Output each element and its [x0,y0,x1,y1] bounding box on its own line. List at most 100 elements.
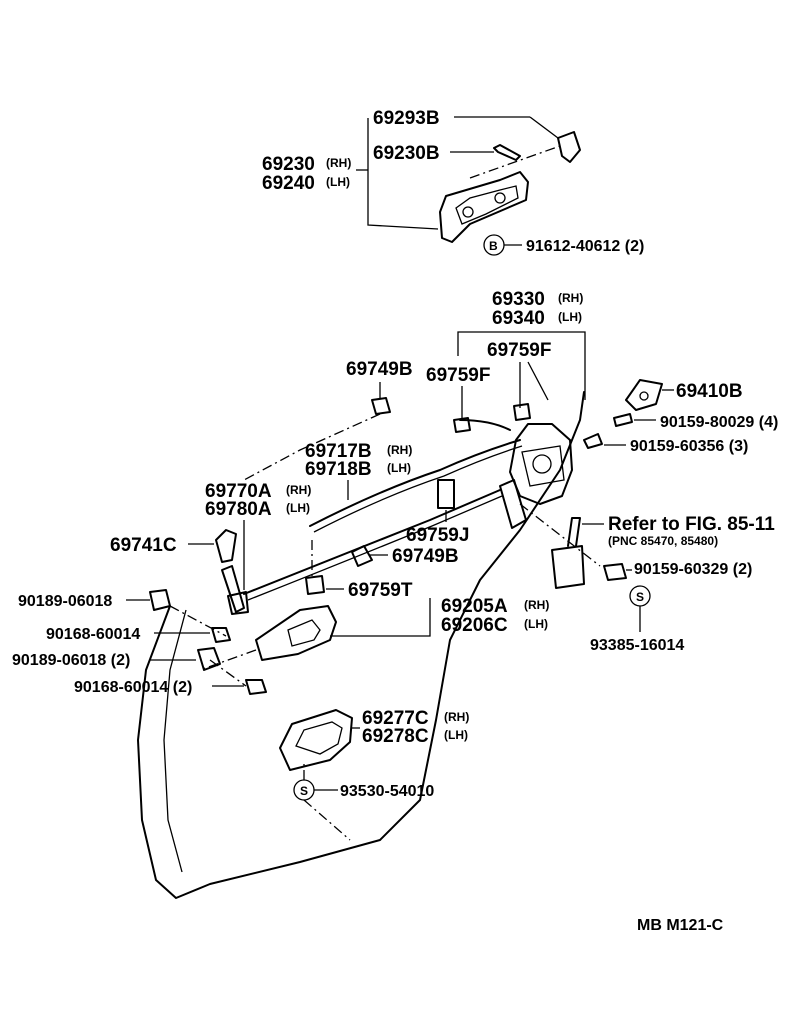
label-93385: 93385-16014 [590,637,684,654]
align-line-grommets [169,605,247,687]
label-69277C: 69277C [362,708,429,729]
inner-lock-link-69770A [221,565,245,613]
label-69759F-a: 69759F [487,340,551,361]
align-line-handle-panel [199,649,257,671]
label-69278C-lh: (LH) [444,728,468,742]
screw-90168-a [211,627,231,643]
lock-inner-contour [521,445,565,487]
striker-69410B [625,379,663,411]
label-69759T: 69759T [348,580,413,601]
handle-screw-hole-2 [494,192,506,204]
door-panel-inner-edge [163,609,187,873]
knob-69741C [215,529,237,563]
leader-69293B-diag [529,116,559,139]
label-90159-80029: 90159-80029 (4) [660,414,778,431]
label-90189-b: 90189-06018 (2) [12,652,130,669]
label-69205A: 69205A [441,596,508,617]
grommet-90189-a [149,589,171,611]
label-69718B-lh: (LH) [387,461,411,475]
label-69759J: 69759J [406,525,469,546]
clip-69293B [557,131,581,163]
inner-lock-link-base [227,591,249,615]
clip-69759J [437,479,455,509]
leader-bracket-top [367,118,439,230]
label-pnc: (PNC 85470, 85480) [608,534,718,548]
leader-69330-bracket [457,331,586,400]
label-69205A-rh: (RH) [524,598,549,612]
label-69780A: 69780A [205,499,272,520]
label-93530: 93530-54010 [340,783,434,800]
label-91612: 91612-40612 (2) [526,238,644,255]
rod-69717B-2 [313,445,523,533]
s-circle-b-text: S [300,784,308,798]
label-69277C-rh: (RH) [444,710,469,724]
label-90189-a: 90189-06018 [18,593,112,610]
leader-69759F-a2 [527,361,549,401]
label-69206C-lh: (LH) [524,617,548,631]
label-69240: 69240 [262,173,315,194]
screw-90159-80029 [613,413,633,427]
label-69749B-b: 69749B [392,546,459,567]
outside-handle-group [356,116,581,256]
label-69749B-a: 69749B [346,359,413,380]
label-69206C: 69206C [441,615,508,636]
label-refer: Refer to FIG. 85-11 [608,514,775,535]
label-69340: 69340 [492,308,545,329]
lock-cylinder [551,545,585,589]
lock-pivot [532,454,552,474]
label-90159-60329: 90159-60329 (2) [634,561,752,578]
align-line-cylinder [519,503,601,567]
inside-handle-69205A [255,605,337,661]
label-69717B: 69717B [305,441,372,462]
label-69230: 69230 [262,154,315,175]
label-69330: 69330 [492,289,545,310]
rod-69717B [309,439,521,527]
label-69770A-rh: (RH) [286,483,311,497]
clip-69759F-b [453,417,471,433]
label-69240-lh: (LH) [326,175,350,189]
s-circle-a-text: S [636,590,644,604]
label-69278C: 69278C [362,726,429,747]
grommet-90189-b [197,647,221,671]
rod-to-clip [459,419,511,431]
label-69230-rh: (RH) [326,156,351,170]
inside-handle-69205A-inner [287,619,321,647]
screw-90159-60356 [583,433,603,449]
label-69330-rh: (RH) [558,291,583,305]
b-circle-text: B [489,239,498,253]
align-line-lock [243,413,381,481]
outside-handle-69230 [439,171,529,243]
label-69759F-b: 69759F [426,365,490,386]
label-69293B: 69293B [373,108,440,129]
label-69780A-lh: (LH) [286,501,310,515]
label-69230B: 69230B [373,143,440,164]
align-line-top [469,145,561,179]
label-69340-lh: (LH) [558,310,582,324]
rod-69770A [243,489,501,595]
screw-90168-b [245,679,267,695]
rod-69770A-2 [247,495,503,601]
handle-screw-hole [462,206,474,218]
inside-handle-bezel [279,709,353,771]
footer-code: MB M121-C [637,917,724,934]
striker-hole [639,391,649,401]
label-90159-60356: 90159-60356 (3) [630,438,748,455]
align-line-bezel [303,799,351,841]
label-90168-b: 90168-60014 (2) [74,679,192,696]
lock-lever [499,479,527,529]
inside-handle-bezel-inner [295,721,343,755]
outside-handle-inner [455,185,519,225]
clip-69749B-a [371,397,391,415]
label-69741C: 69741C [110,535,177,556]
label-69717B-rh: (RH) [387,443,412,457]
clip-69759F-a [513,403,531,421]
label-69410B: 69410B [676,381,743,402]
rod-69230B [493,144,521,161]
lock-cylinder-rod [567,517,581,547]
label-69770A: 69770A [205,481,272,502]
door-inner-panel [137,391,585,899]
label-90168-a: 90168-60014 [46,626,140,643]
screw-90159-60329 [603,563,627,581]
leader-69205A-bracket [330,598,431,637]
